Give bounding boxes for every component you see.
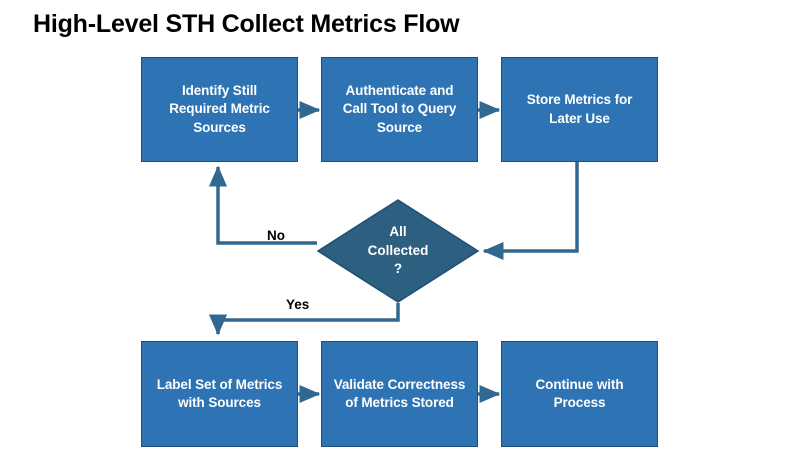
decision-all-collected[interactable] (316, 199, 480, 303)
edge-label-no: No (267, 228, 285, 243)
node-label: Continue with Process (535, 376, 624, 410)
node-continue-process[interactable]: Continue with Process (501, 341, 658, 447)
connector-store-to-decision (482, 162, 579, 261)
connector-decision-yes-to-label-set (208, 303, 400, 336)
connector-decision-no-to-identify (208, 165, 317, 245)
node-label: Identify Still Required Metric Sources (169, 83, 270, 135)
edge-label-yes: Yes (286, 297, 310, 312)
page-title: High-Level STH Collect Metrics Flow (33, 10, 460, 38)
node-label: Authenticate and Call Tool to Query Sour… (342, 83, 457, 135)
node-authenticate-query[interactable]: Authenticate and Call Tool to Query Sour… (321, 57, 478, 162)
node-store-metrics[interactable]: Store Metrics for Later Use (501, 57, 658, 162)
node-label: Validate Correctness of Metrics Stored (333, 376, 466, 410)
node-label: Label Set of Metrics with Sources (156, 376, 283, 410)
node-validate-correctness[interactable]: Validate Correctness of Metrics Stored (321, 341, 478, 447)
node-label-set[interactable]: Label Set of Metrics with Sources (141, 341, 298, 447)
node-label: Store Metrics for Later Use (526, 92, 633, 126)
node-identify-sources[interactable]: Identify Still Required Metric Sources (141, 57, 298, 162)
